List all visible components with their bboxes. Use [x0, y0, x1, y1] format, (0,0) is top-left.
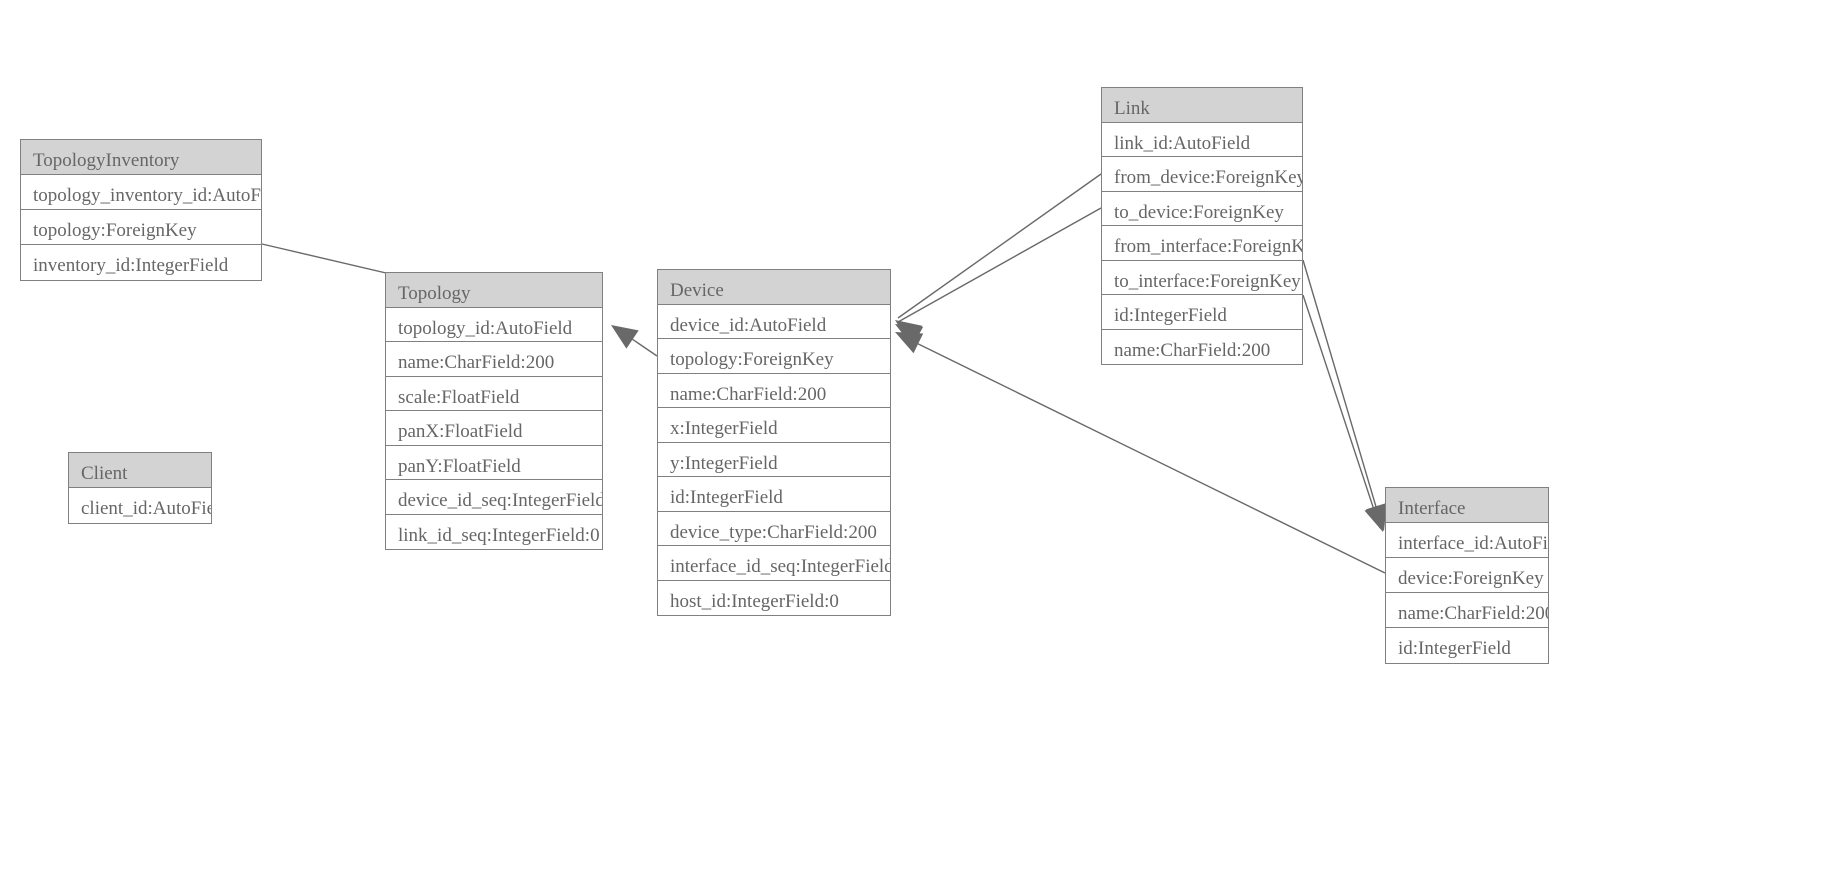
- entity-field[interactable]: client_id:AutoField: [69, 488, 211, 523]
- entity-field[interactable]: id:IntegerField: [1386, 628, 1548, 663]
- entity-field[interactable]: topology:ForeignKey: [21, 210, 261, 245]
- relationship-line-interface-device: [897, 333, 1386, 574]
- entity-field[interactable]: id:IntegerField: [1102, 295, 1302, 330]
- entity-title-client: Client: [69, 453, 211, 488]
- relationship-line-link-from-device: [897, 173, 1102, 319]
- relationship-arrowhead-device-topology: [611, 325, 639, 349]
- entity-field[interactable]: link_id:AutoField: [1102, 122, 1302, 157]
- relationship-arrowhead-link-from-device: [895, 320, 923, 344]
- entity-field[interactable]: panX:FloatField: [386, 411, 602, 446]
- entity-field[interactable]: inventory_id:IntegerField: [21, 245, 261, 280]
- entity-field[interactable]: id:IntegerField: [658, 477, 890, 512]
- entity-field[interactable]: to_interface:ForeignKey: [1102, 260, 1302, 295]
- relationship-line-link-from-interface: [1302, 259, 1383, 528]
- relationship-arrowhead-link-to-device: [895, 324, 924, 347]
- entity-field[interactable]: interface_id_seq:IntegerField:0: [658, 546, 890, 581]
- entity-field[interactable]: from_device:ForeignKey: [1102, 157, 1302, 192]
- entity-field[interactable]: panY:FloatField: [386, 445, 602, 480]
- entity-field[interactable]: topology:ForeignKey: [658, 339, 890, 374]
- entity-title-topologyinventory: TopologyInventory: [21, 140, 261, 175]
- relationship-line-device-topology: [612, 325, 658, 357]
- entity-title-device: Device: [658, 270, 890, 305]
- entity-title-interface: Interface: [1386, 488, 1548, 523]
- entity-field[interactable]: from_interface:ForeignKey: [1102, 226, 1302, 261]
- entity-field[interactable]: y:IntegerField: [658, 442, 890, 477]
- entity-field[interactable]: to_device:ForeignKey: [1102, 191, 1302, 226]
- entity-field[interactable]: topology_inventory_id:AutoField: [21, 175, 261, 210]
- entity-field[interactable]: name:CharField:200: [1102, 329, 1302, 364]
- entity-field[interactable]: scale:FloatField: [386, 376, 602, 411]
- relationship-line-link-to-device: [897, 207, 1102, 323]
- entity-field[interactable]: device_id:AutoField: [658, 304, 890, 339]
- entity-field[interactable]: link_id_seq:IntegerField:0: [386, 514, 602, 549]
- relationship-arrowhead-interface-device: [895, 332, 924, 354]
- entity-field[interactable]: device_type:CharField:200: [658, 511, 890, 546]
- entity-field[interactable]: name:CharField:200: [1386, 593, 1548, 628]
- entity-field[interactable]: topology_id:AutoField: [386, 307, 602, 342]
- entity-title-link: Link: [1102, 88, 1302, 123]
- entity-interface[interactable]: Interfaceinterface_id:AutoFielddevice:Fo…: [1385, 487, 1549, 664]
- entity-field[interactable]: name:CharField:200: [658, 373, 890, 408]
- entity-field[interactable]: interface_id:AutoField: [1386, 523, 1548, 558]
- entity-field[interactable]: host_id:IntegerField:0: [658, 580, 890, 615]
- entity-field[interactable]: x:IntegerField: [658, 408, 890, 443]
- entity-title-topology: Topology: [386, 273, 602, 308]
- entity-field[interactable]: device:ForeignKey: [1386, 558, 1548, 593]
- relationship-line-link-to-interface: [1302, 294, 1381, 529]
- entity-field[interactable]: name:CharField:200: [386, 342, 602, 377]
- entity-field[interactable]: device_id_seq:IntegerField:0: [386, 480, 602, 515]
